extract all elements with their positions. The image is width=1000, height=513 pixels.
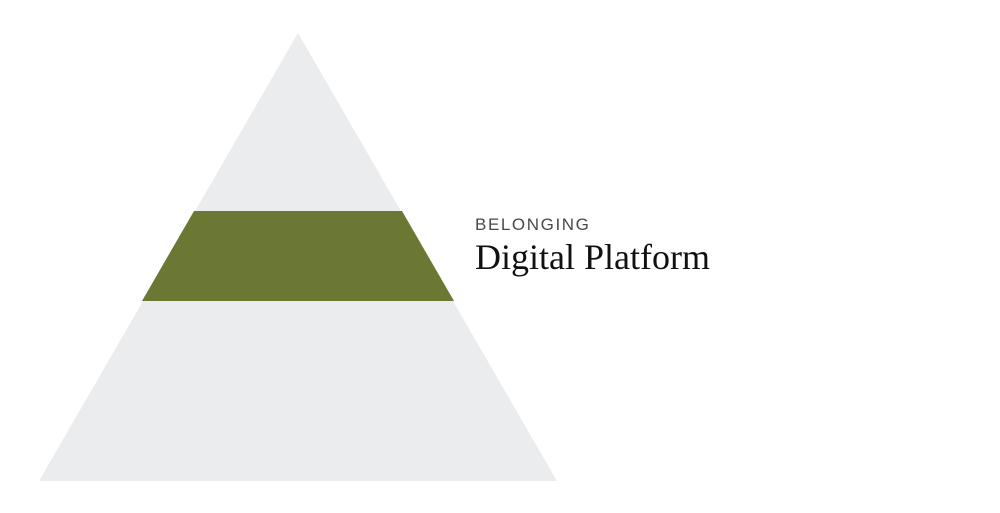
pyramid-highlight-band [142,211,454,301]
level-title: Digital Platform [475,237,710,277]
level-label: BELONGING Digital Platform [475,215,710,277]
level-category: BELONGING [475,215,591,234]
